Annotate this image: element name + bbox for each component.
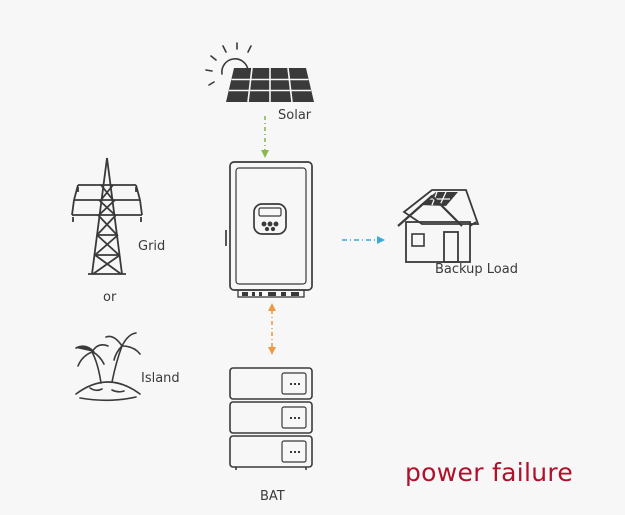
backup-load-label: Backup Load: [435, 262, 518, 277]
palm-island-icon: [75, 332, 141, 402]
battery-flow-arrow: [268, 303, 276, 355]
transmission-tower-icon: [71, 157, 143, 275]
grid-label: Grid: [138, 239, 166, 254]
island-label: Island: [141, 371, 180, 386]
battery-stack-icon: [229, 367, 313, 470]
sun-icon: [205, 42, 252, 86]
house-icon: [397, 189, 480, 263]
status-text: power failure: [405, 458, 574, 487]
solar-panel-icon: [226, 67, 314, 103]
inverter-icon: [225, 161, 313, 298]
solar-label: Solar: [278, 108, 312, 123]
bat-label: BAT: [260, 489, 285, 504]
or-label: or: [103, 290, 117, 305]
